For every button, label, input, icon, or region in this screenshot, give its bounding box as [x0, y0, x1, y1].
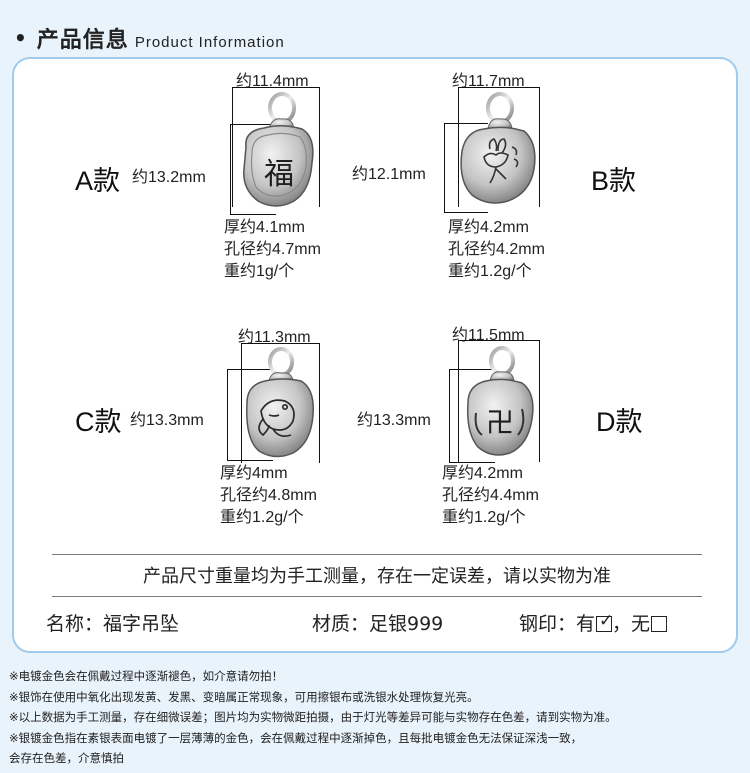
product-d-height-bracket	[449, 369, 495, 463]
footer-notes: ※电镀金色会在佩戴过程中逐渐褪色，如介意请勿拍！ ※银饰在使用中氧化出现发黄、发…	[9, 666, 745, 769]
product-d-label: D款	[596, 407, 643, 437]
product-a-hole: 孔径约4.7mm	[224, 241, 321, 258]
fu-character-pendant-icon: 福	[236, 89, 318, 215]
product-name: 名称：福字吊坠	[46, 613, 180, 635]
product-b-specs: 厚约4.2mm 孔径约4.2mm 重约1.2g/个	[448, 217, 545, 283]
product-a-height: 约13.2mm	[132, 169, 206, 186]
product-b-width-bracket	[458, 87, 540, 207]
header-title-cn: 产品信息	[36, 28, 129, 53]
note-line-4: ※银镀金色指在素银表面电镀了一层薄薄的金色，会在佩戴过程中逐渐掉色，且每批电镀金…	[9, 730, 583, 745]
product-c-height: 约13.3mm	[130, 412, 204, 429]
product-b-height: 约12.1mm	[352, 166, 426, 183]
koi-fish-pendant-icon	[239, 345, 321, 465]
section-header: • 产品信息 Product Information	[14, 22, 285, 54]
header-title-en: Product Information	[134, 34, 285, 51]
product-material: 材质：足银999	[312, 613, 444, 635]
product-c-width: 约11.3mm	[238, 329, 311, 346]
product-c-label: C款	[75, 407, 122, 437]
divider-top	[52, 554, 702, 555]
product-d-glyph: 卍	[486, 406, 515, 439]
product-d-weight: 重约1.2g/个	[442, 509, 526, 526]
product-d-width: 约11.5mm	[452, 327, 525, 344]
product-a-height-bracket	[230, 124, 276, 215]
product-b-weight: 重约1.2g/个	[448, 263, 532, 280]
stamp-yes-checkbox: ✓	[596, 611, 613, 632]
product-b-label: B款	[591, 166, 637, 196]
note-line-2: ※银饰在使用中氧化出现发黄、发黑、变暗属正常现象，可用擦银布或洗银水处理恢复光亮…	[9, 689, 479, 704]
product-info-panel: 约11.4mm A款 约13.2mm 福 厚约4.1mm 孔径约4.7mm 重约…	[12, 57, 738, 653]
product-c-hole: 孔径约4.8mm	[220, 487, 317, 504]
note-line-1: ※电镀金色会在佩戴过程中逐渐褪色，如介意请勿拍！	[9, 669, 284, 683]
product-a-width: 约11.4mm	[236, 73, 309, 90]
header-bullet: •	[14, 26, 27, 50]
product-c-width-bracket	[241, 343, 320, 463]
product-c-thickness: 厚约4mm	[220, 465, 288, 482]
check-icon: ✓	[599, 611, 614, 631]
product-a-label: A款	[75, 166, 121, 196]
product-b-thickness: 厚约4.2mm	[448, 219, 529, 236]
product-c-specs: 厚约4mm 孔径约4.8mm 重约1.2g/个	[220, 463, 317, 529]
product-a-width-bracket	[232, 87, 320, 207]
stamp-no-label: ，无	[612, 613, 651, 635]
note-line-3: ※以上数据为手工测量，存在细微误差；图片均为实物微距拍摄，由于灯光等差异可能与实…	[9, 710, 617, 724]
product-d-width-bracket	[458, 340, 540, 462]
stamp-info: 钢印：有✓，无	[519, 609, 668, 636]
product-d-hole: 孔径约4.4mm	[442, 487, 539, 504]
product-a-thickness: 厚约4.1mm	[224, 219, 305, 236]
product-a-specs: 厚约4.1mm 孔径约4.7mm 重约1g/个	[224, 217, 321, 283]
note-line-5: 会存在色差，介意慎拍	[9, 751, 124, 765]
divider-bottom	[52, 596, 702, 597]
product-d-specs: 厚约4.2mm 孔径约4.4mm 重约1.2g/个	[442, 463, 539, 529]
product-b-hole: 孔径约4.2mm	[448, 241, 545, 258]
product-c-weight: 重约1.2g/个	[220, 509, 304, 526]
product-b-width: 约11.7mm	[452, 73, 525, 90]
product-a-glyph: 福	[264, 157, 294, 192]
stamp-label: 钢印：有	[519, 613, 596, 635]
swastika-symbol-pendant-icon: 卍	[460, 343, 540, 463]
product-d-height: 约13.3mm	[357, 412, 431, 429]
product-a-weight: 重约1g/个	[224, 263, 295, 280]
measurement-note: 产品尺寸重量均为手工测量，存在一定误差，请以实物为准	[143, 566, 611, 587]
lotus-flower-pendant-icon	[454, 89, 540, 213]
product-c-height-bracket	[227, 369, 273, 461]
product-d-thickness: 厚约4.2mm	[442, 465, 523, 482]
product-b-height-bracket	[444, 123, 488, 213]
stamp-no-checkbox	[651, 616, 668, 632]
